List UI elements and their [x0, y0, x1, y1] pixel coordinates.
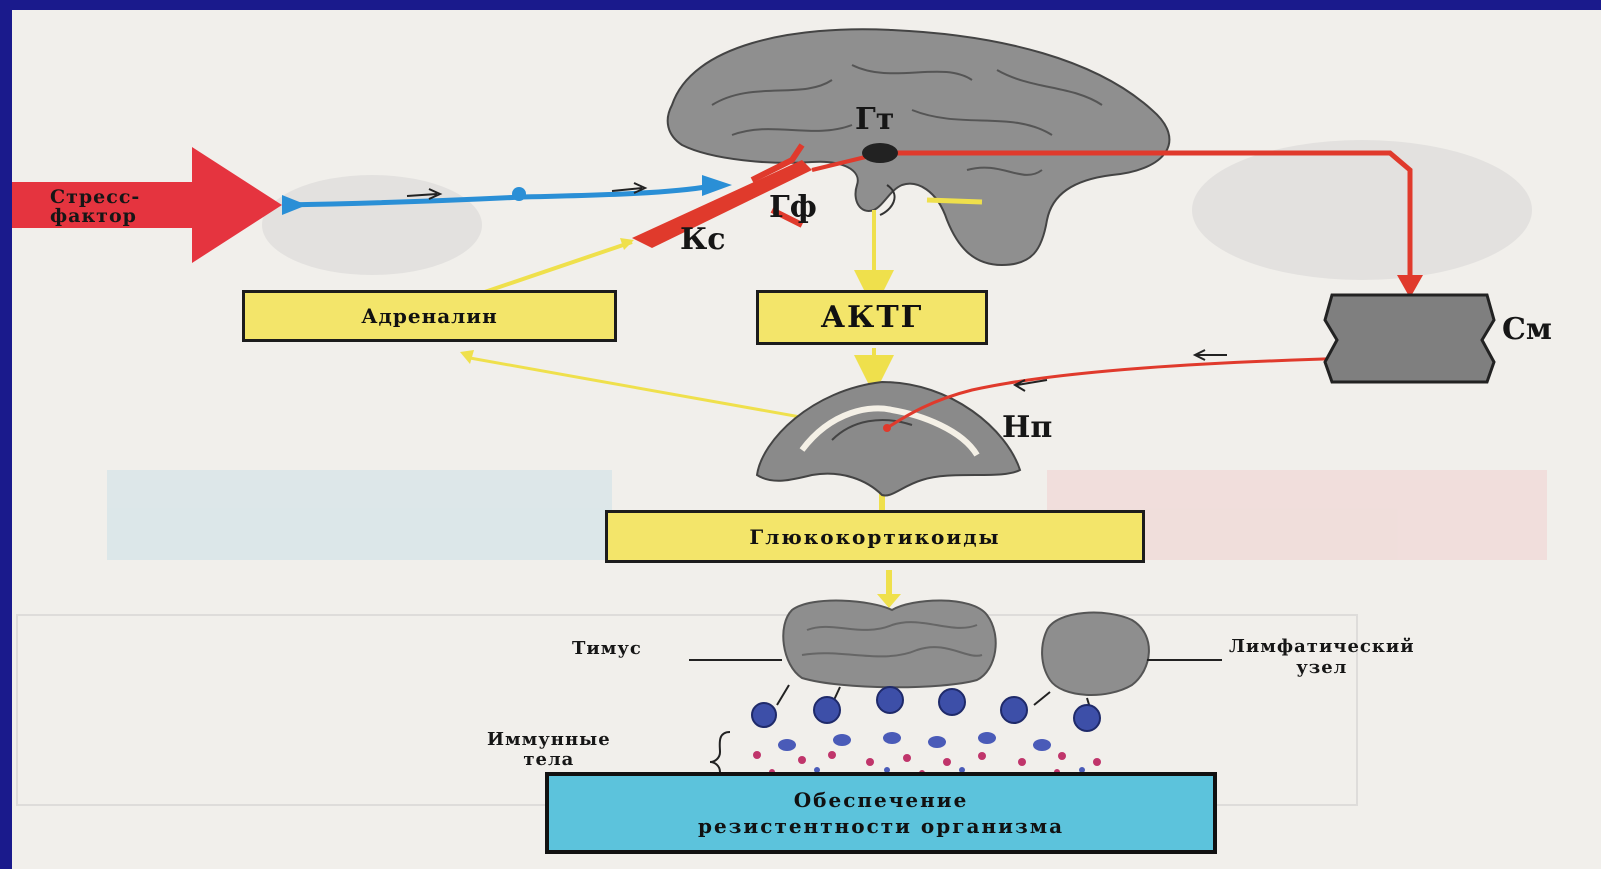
diagram-stage: Стресс- фактор Гт Гф Кс Адреналин АКТГ С…	[12, 10, 1601, 869]
actg-label: АКТГ	[821, 300, 924, 335]
thymus-label: Тимус	[572, 638, 642, 659]
brain-illustration	[668, 29, 1170, 265]
thymus-illustration	[783, 600, 995, 687]
lymph-node-line1: Лимфатический	[1229, 636, 1415, 657]
hypothalamus-label: Гт	[855, 102, 894, 137]
adrenal-gland	[757, 382, 1020, 495]
stress-factor-label: Стресс- фактор	[50, 188, 140, 226]
immune-bodies-line2: тела	[487, 750, 611, 770]
stress-response-diagram	[12, 10, 1601, 869]
lymph-node-illustration	[1042, 613, 1149, 695]
outcome-box: Обеспечение резистентности организма	[545, 772, 1217, 854]
glucocorticoids-label: Глюкокортикоиды	[749, 525, 1000, 549]
sm-label: См	[1502, 312, 1552, 347]
outcome-line2: резистентности организма	[698, 813, 1064, 839]
pituitary-label: Гф	[769, 190, 817, 225]
glucocorticoids-box: Глюкокортикоиды	[605, 510, 1145, 563]
stress-factor-line2: фактор	[50, 207, 140, 226]
outcome-line1: Обеспечение	[794, 787, 969, 813]
immune-bodies-line1: Иммунные	[487, 730, 611, 750]
adrenaline-label: Адреналин	[361, 304, 498, 328]
immune-bodies-label: Иммунные тела	[487, 730, 611, 770]
hypothalamus-node	[862, 143, 898, 163]
actg-box: АКТГ	[756, 290, 988, 345]
cortex-label: Кс	[680, 222, 726, 257]
lymph-node-line2: узел	[1229, 657, 1415, 678]
immune-cells	[752, 685, 1101, 778]
lymph-node-label: Лимфатический узел	[1229, 636, 1415, 678]
sm-organ	[1325, 295, 1494, 382]
adrenaline-box: Адреналин	[242, 290, 617, 342]
adrenal-label: Нп	[1002, 410, 1052, 445]
